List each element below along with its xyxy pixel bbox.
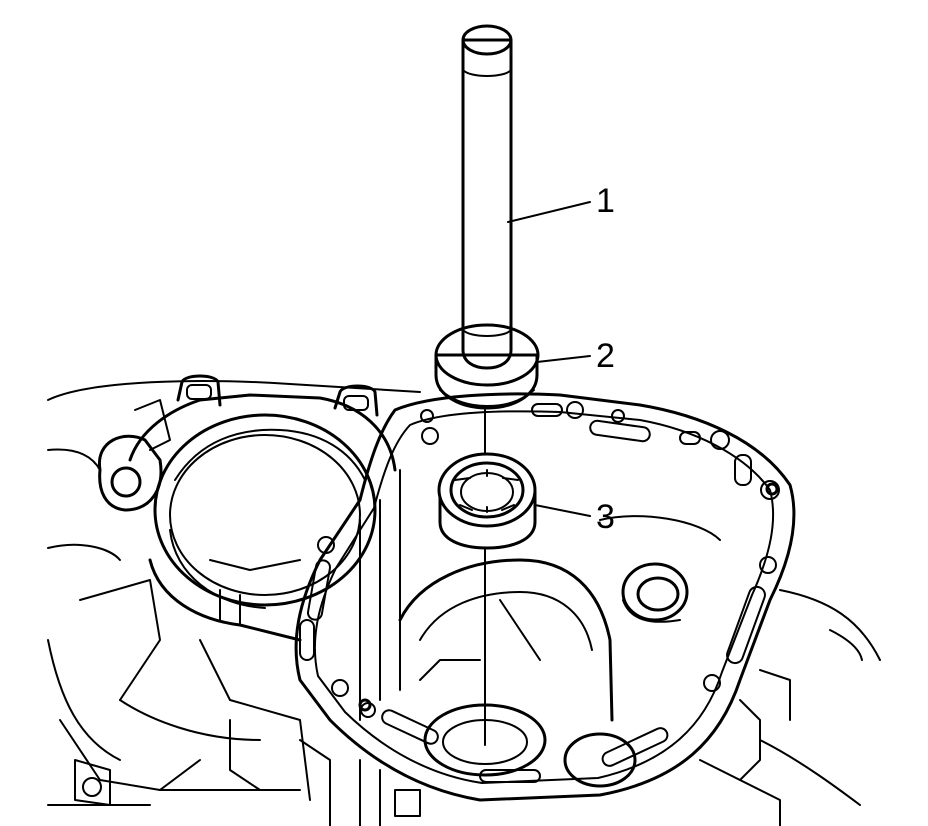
callout-3-label: 3 [596,498,615,536]
lower-housing-details [199,639,791,826]
case-right-boss [599,515,721,623]
leader-line-1 [507,201,591,223]
leader-line-3 [534,504,591,517]
housing-top-tabs [176,374,379,417]
left-bore-housing [128,393,397,642]
bearing-component [437,452,537,550]
callout-leaders [507,201,591,517]
left-mounting-ear [98,399,171,512]
transmission-case-flange [294,392,796,802]
leader-line-2 [536,355,591,363]
engine-block-background [47,380,421,806]
callout-2-label: 2 [596,337,615,375]
installer-tool [434,24,540,410]
case-inner-cavity [359,469,637,788]
callout-1-label: 1 [596,182,615,220]
right-background-outline [699,589,881,826]
